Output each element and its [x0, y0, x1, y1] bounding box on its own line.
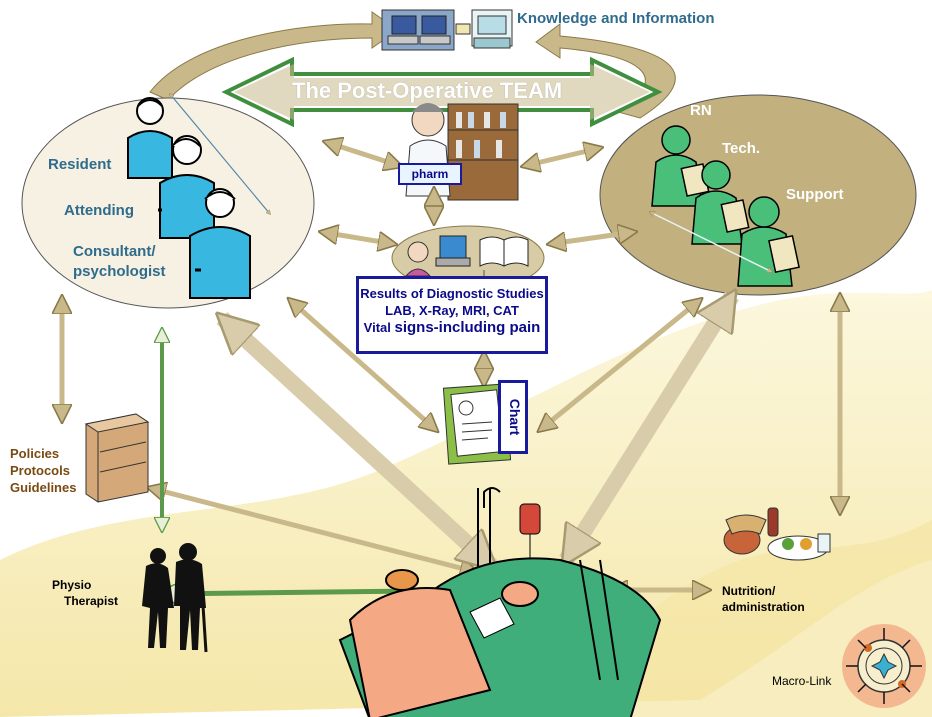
results-line-1: Results of Diagnostic Studies	[360, 286, 544, 301]
chart-label: Chart	[507, 398, 523, 436]
physio-label: Physio	[52, 578, 92, 592]
nursing-label-tech: Tech.	[722, 140, 761, 157]
results-line-2: LAB, X-Ray, MRI, CAT	[385, 303, 519, 318]
results-line-3: Vital signs-including pain	[359, 319, 545, 336]
team-banner-arrow	[221, 56, 663, 128]
administration-label: administration	[722, 600, 805, 614]
results-box: Results of Diagnostic Studies LAB, X-Ray…	[356, 276, 548, 354]
patient-bed-icon	[338, 487, 662, 717]
chart-clipboard-icon	[442, 383, 512, 465]
computer-book-icon	[391, 225, 545, 291]
guidelines-label: Guidelines	[10, 480, 77, 495]
nursing-hierarchy-arrow	[650, 212, 772, 272]
policies-label: Policies	[10, 446, 60, 461]
food-plate-icon	[723, 507, 831, 561]
team-title: The Post-Operative TEAM	[292, 78, 563, 103]
macro-link-icon	[842, 624, 926, 708]
elderly-couple-icon	[142, 543, 208, 653]
results-vital: Vital	[363, 320, 395, 335]
nutrition-label: Nutrition/	[722, 584, 776, 598]
chart-box: Chart	[498, 380, 528, 454]
physician-label-attending: Attending	[64, 202, 134, 219]
pharm-box: pharm	[398, 163, 462, 185]
physician-label-resident: Resident	[48, 156, 112, 173]
main-patient-arrows	[222, 296, 739, 566]
nursing-label-rn: RN	[690, 102, 712, 119]
pharm-label: pharm	[411, 167, 449, 181]
pharmacist-icon	[405, 103, 519, 201]
therapist-label: Therapist	[64, 594, 119, 608]
physician-hierarchy-arrow	[170, 94, 270, 214]
physician-label-psychologist: psychologist	[73, 263, 166, 280]
macro-link-label: Macro-Link	[772, 674, 832, 688]
physician-label-consultant: Consultant/	[73, 243, 156, 260]
results-vital-signs: signs-including pain	[394, 319, 541, 336]
nursing-label-support: Support	[786, 186, 844, 203]
protocols-label: Protocols	[10, 463, 70, 478]
file-cabinet-icon	[84, 413, 150, 503]
knowledge-label: Knowledge and Information	[517, 10, 715, 27]
computer-network-icon	[381, 9, 513, 51]
